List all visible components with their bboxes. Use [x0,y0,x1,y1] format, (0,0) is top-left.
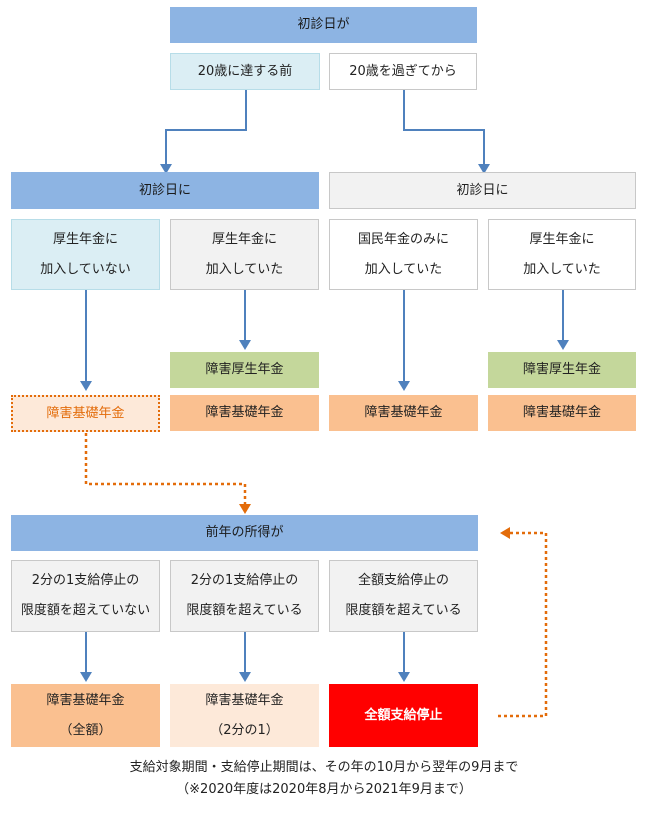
arrowhead [557,340,569,350]
case-line: 限度額を超えている [186,603,303,618]
age-after-label: 20歳を過ぎてから [349,63,457,79]
age-after-20: 20歳を過ぎてから [329,53,477,90]
pension-kosei-right: 障害厚生年金 [488,352,636,388]
arrow-dotted-to-income [84,433,247,506]
status-not-enrolled: 厚生年金に 加入していない [11,219,160,290]
status-enrolled-right: 厚生年金に 加入していた [488,219,636,290]
age-before-20: 20歳に達する前 [170,53,320,90]
status-enrolled-left: 厚生年金に 加入していた [170,219,319,290]
arrowhead [500,527,510,539]
pension-kiso-dotted: 障害基礎年金 [11,395,160,432]
pension-label: 障害基礎年金 [364,405,443,420]
left-header-label: 初診日に [138,182,191,198]
pension-label: 障害基礎年金 [205,405,284,420]
income-header-label: 前年の所得が [205,525,284,540]
arrowhead [239,504,251,514]
pension-label: 障害厚生年金 [205,362,284,377]
case-line: 2分の1支給停止の [31,573,140,588]
arrow-before20-to-left [165,90,247,168]
pension-kosei-left: 障害厚生年金 [170,352,319,388]
result-full-amount: 障害基礎年金 （全額） [11,684,160,747]
result-line: （全額） [59,722,112,738]
case-line: 限度額を超えていない [20,603,151,618]
status-line: 加入していない [40,261,131,277]
result-full-stop: 全額支給停止 [329,684,478,747]
arrow-dotted-loop [498,531,548,718]
result-line: 障害基礎年金 [46,692,125,708]
status-national-only: 国民年金のみに 加入していた [329,219,478,290]
pension-kiso-national: 障害基礎年金 [329,395,478,431]
status-line: 加入していた [205,261,284,277]
arrowhead [160,164,172,174]
arrowhead [478,164,490,174]
case-line: 限度額を超えている [345,603,462,618]
right-section-header: 初診日に [329,172,636,209]
status-line: 厚生年金に [529,231,595,247]
income-case-3: 全額支給停止の 限度額を超えている [329,560,478,632]
pension-label: 障害基礎年金 [46,405,125,421]
arrowhead [398,381,410,391]
result-line: （2分の1） [210,722,279,738]
case-line: 全額支給停止の [357,573,449,588]
income-case-1: 2分の1支給停止の 限度額を超えていない [11,560,160,632]
result-line: 障害基礎年金 [205,692,284,708]
arrowhead [398,672,410,682]
status-line: 厚生年金に [211,231,277,247]
income-header: 前年の所得が [11,515,478,551]
pension-kiso-left: 障害基礎年金 [170,395,319,431]
pension-label: 障害厚生年金 [522,362,601,377]
note-line-1: 支給対象期間・支給停止期間は、その年の10月から翌年の9月まで [129,760,519,775]
left-section-header: 初診日に [11,172,319,209]
arrowhead [239,672,251,682]
status-line: 加入していた [523,261,601,277]
status-line: 厚生年金に [52,231,118,247]
pension-kiso-right: 障害基礎年金 [488,395,636,431]
arrowhead [80,381,92,391]
status-line: 国民年金のみに [357,231,449,247]
age-before-label: 20歳に達する前 [197,63,293,79]
result-label: 全額支給停止 [364,707,443,723]
case-line: 2分の1支給停止の [190,573,299,588]
right-header-label: 初診日に [456,182,509,198]
arrowhead [239,340,251,350]
income-case-2: 2分の1支給停止の 限度額を超えている [170,560,319,632]
status-line: 加入していた [364,261,443,277]
arrow-after20-to-right [403,90,485,168]
arrowhead [80,672,92,682]
note-line-2: （※2020年度は2020年8月から2021年9月まで） [176,782,472,797]
first-visit-header: 初診日が [170,7,477,43]
pension-label: 障害基礎年金 [522,405,601,420]
first-visit-title: 初診日が [297,17,350,32]
result-half-amount: 障害基礎年金 （2分の1） [170,684,319,747]
